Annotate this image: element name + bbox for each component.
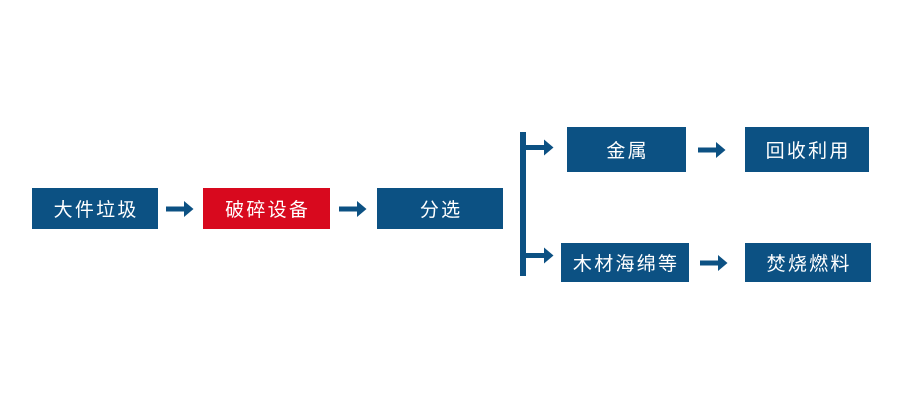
arrow-right-icon-metal-to-recycle: [698, 137, 726, 163]
arrow-right-icon-waste-to-crusher: [166, 196, 194, 222]
node-crusher-equipment[interactable]: 破碎设备: [203, 188, 330, 229]
node-recycle-reuse[interactable]: 回收利用: [745, 127, 869, 172]
node-bulky-waste[interactable]: 大件垃圾: [32, 188, 158, 229]
node-metal[interactable]: 金属: [567, 127, 686, 172]
arrow-right-icon-crusher-to-sorting: [339, 196, 367, 222]
node-sorting[interactable]: 分选: [377, 188, 503, 229]
node-incineration-fuel[interactable]: 焚烧燃料: [745, 243, 871, 282]
arrow-right-icon-wood-to-incineration: [700, 250, 728, 276]
branch-split-connector: [520, 128, 568, 280]
node-wood-sponge-etc[interactable]: 木材海绵等: [561, 243, 689, 282]
